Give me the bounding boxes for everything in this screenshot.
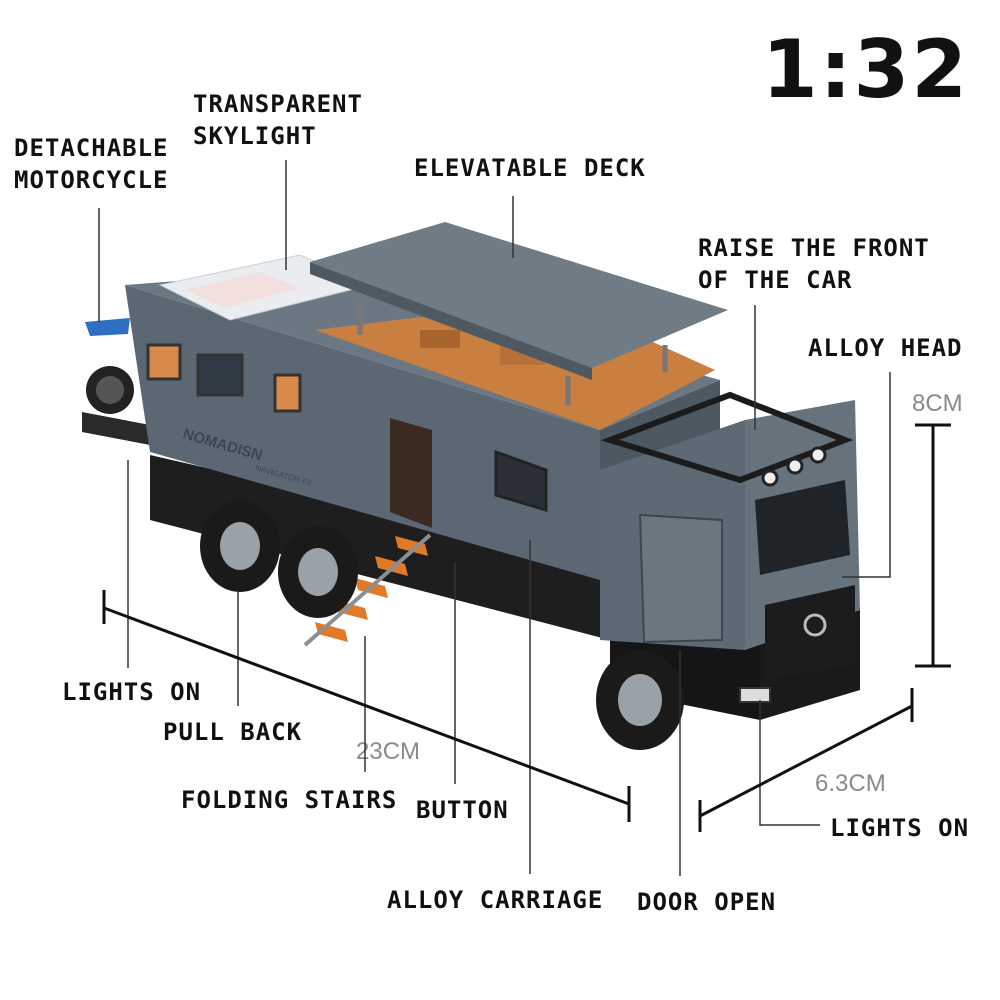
camper-side [125,285,600,580]
roof-rack [600,391,854,484]
cab-door [638,513,723,644]
scale-label: 1:32 [762,23,969,116]
elevatable-deck [310,222,728,368]
truck: NOMADISN NAVIGATOR-FII [82,222,860,750]
label-detachable-motorcycle: DETACHABLE MOTORCYCLE [14,134,169,194]
motorcycle [85,318,134,414]
label-elevatable-deck: ELEVATABLE DECK [414,154,646,182]
label-folding-stairs: FOLDING STAIRS [181,786,398,814]
camper-door [390,418,432,528]
label-alloy-carriage: ALLOY CARRIAGE [387,886,604,914]
label-door-open: DOOR OPEN [637,888,777,916]
dimension-width: 6.3CM [815,770,886,797]
label-button: BUTTON [416,796,509,824]
windshield [755,480,850,575]
label-pull-back: PULL BACK [163,718,303,746]
label-lights-on-left: LIGHTS ON [62,678,202,706]
label-raise-front: RAISE THE FRONT OF THE CAR [698,234,930,294]
label-alloy-head: ALLOY HEAD [808,334,963,362]
wheels [200,500,684,750]
dimension-length: 23CM [356,738,421,765]
chassis [150,455,610,640]
label-lights-on-right: LIGHTS ON [830,814,970,842]
callout-lines [98,160,891,876]
rear-platform [82,412,150,445]
dimension-lines [102,423,951,832]
label-transparent-skylight: TRANSPARENT SKYLIGHT [193,90,363,150]
dimension-height: 8CM [912,390,963,417]
